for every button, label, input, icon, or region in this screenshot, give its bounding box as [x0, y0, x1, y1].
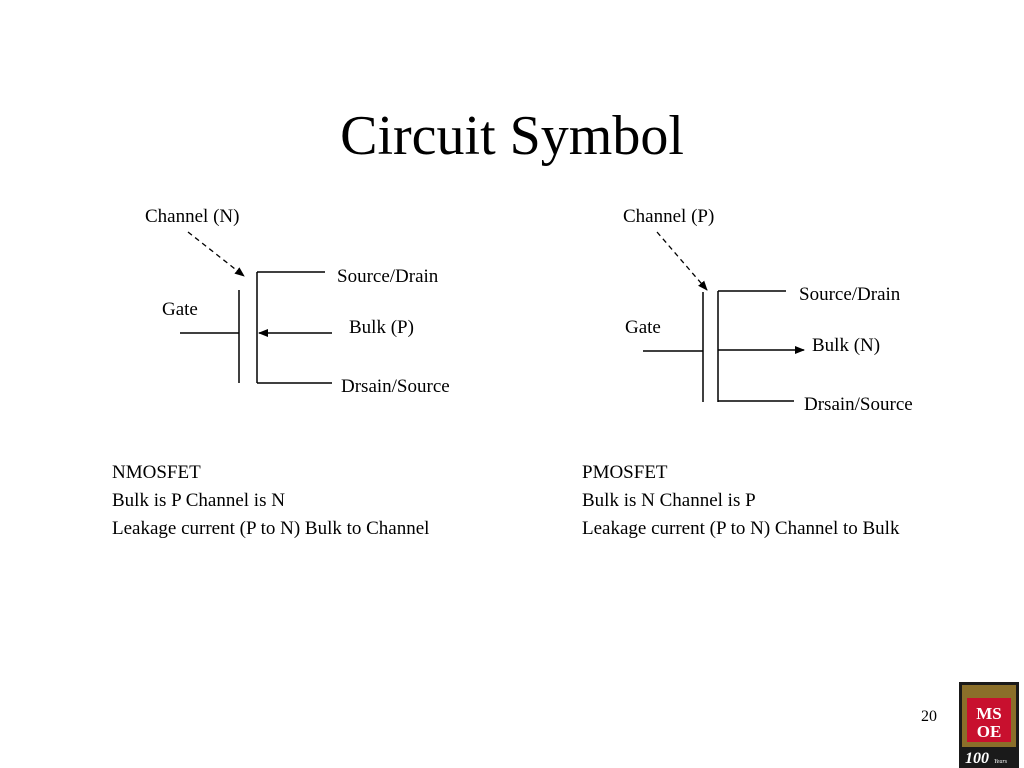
logo-years: 100: [965, 750, 989, 767]
pmos-desc-line: PMOSFET: [582, 462, 668, 483]
msoe-logo-icon: MS OE 100 Years: [959, 682, 1019, 768]
pmos-desc-line: Leakage current (P to N) Channel to Bulk: [582, 518, 900, 539]
pmos-channel-label: Channel (P): [623, 206, 714, 227]
page-number: 20: [921, 708, 937, 725]
nmos-bulk-label: Bulk (P): [349, 317, 414, 338]
pmos-gate-label: Gate: [625, 317, 661, 338]
nmos-channel-pointer: [187, 231, 245, 277]
pmos-description: PMOSFET Bulk is N Channel is P Leakage c…: [582, 459, 899, 543]
slide-title: Circuit Symbol: [340, 105, 684, 167]
nmos-source-drain-label: Source/Drain: [337, 266, 439, 287]
pmos-channel-pointer: [656, 231, 708, 291]
nmos-desc-line: NMOSFET: [112, 462, 201, 483]
pmos-symbol: Channel (P) Gate Source/Drain Bulk (N) D…: [623, 206, 913, 415]
svg-text:OE: OE: [977, 722, 1002, 741]
nmos-desc-line: Leakage current (P to N) Bulk to Channel: [112, 518, 430, 539]
pmos-source-drain-label: Source/Drain: [799, 284, 901, 305]
nmos-channel-label: Channel (N): [145, 206, 239, 227]
nmos-symbol: Channel (N) Gate Source/Drain Bulk (P) D…: [145, 206, 450, 397]
pmos-bulk-label: Bulk (N): [812, 335, 880, 356]
nmos-description: NMOSFET Bulk is P Channel is N Leakage c…: [112, 459, 429, 543]
pmos-drain-source-label: Drsain/Source: [804, 394, 913, 415]
nmos-gate-label: Gate: [162, 299, 198, 320]
nmos-desc-line: Bulk is P Channel is N: [112, 490, 285, 511]
pmos-desc-line: Bulk is N Channel is P: [582, 490, 756, 511]
logo-years-suffix: Years: [994, 759, 1008, 765]
svg-text:MS: MS: [976, 704, 1002, 723]
nmos-drain-source-label: Drsain/Source: [341, 376, 450, 397]
